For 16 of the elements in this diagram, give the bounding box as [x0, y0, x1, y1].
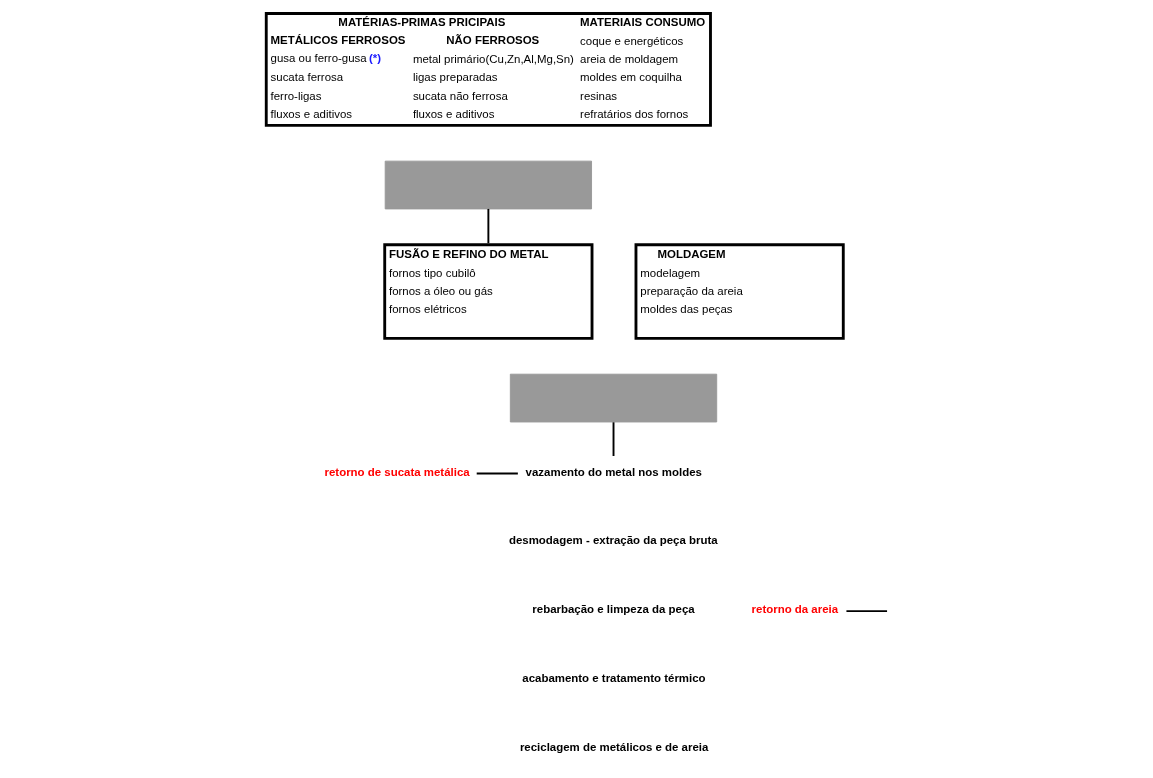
node-bar [384, 160, 593, 210]
node-box: MATÉRIAS-PRIMAS PRICIPAIS MATERIAIS CONSUMO METÁLICOS FERROSOS NÃO FERROSOS coque e energéticos gusa ou ferro-gusa (*) metal primário(Cu,Zn,Al,Mg,Sn) areia de moldagem sucata ferrosa ligas preparadas moldes em coquilha ferro-ligas sucata não ferrosa resinas fluxos e aditivos fluxos e aditivos refratários dos fornos [264, 12, 712, 127]
label: desmodagem - extração da peça bruta [508, 534, 718, 547]
node-text: retorno da areia [751, 603, 839, 616]
connector [612, 421, 615, 457]
label: acabamento e tratamento térmico [522, 671, 706, 684]
label: reciclagem de metálicos e de areia [519, 740, 709, 753]
node-text: vazamento do metal nos moldes [525, 465, 702, 478]
label: rebarbação e limpeza da peça [532, 603, 695, 616]
node-box: FUSÃO E REFINO DO METAL fornos tipo cubilô fornos a óleo ou gás fornos elétricos [383, 243, 594, 340]
node-bar [509, 373, 718, 423]
node-text: retorno de sucata metálica [324, 465, 470, 478]
node-box: MOLDAGEM modelagem preparação da areia moldes das peças [634, 243, 845, 340]
connector [487, 208, 490, 245]
connector [845, 610, 888, 613]
connector [475, 472, 519, 475]
